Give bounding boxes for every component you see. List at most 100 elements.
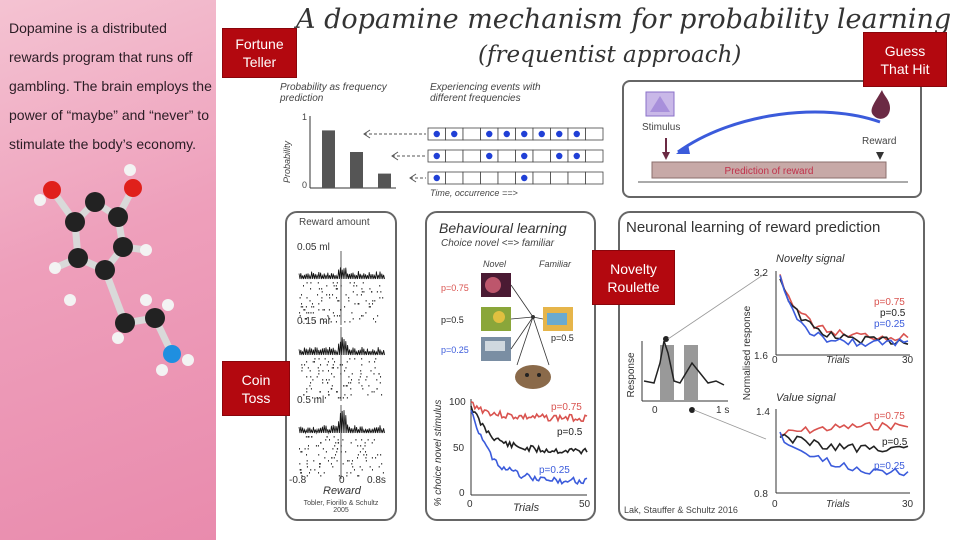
curve-p05: [470, 405, 588, 455]
familiar-label: Familiar: [539, 259, 572, 269]
value-x-tick-30: 30: [902, 499, 914, 510]
psth-histogram: [298, 337, 385, 356]
event-cell: [480, 171, 499, 185]
behavioural-diagram: p=0.75 p=0.5 p=0.25 p=0.5 % choice novel…: [433, 273, 591, 514]
raster-x-tick-2: 0: [339, 475, 345, 486]
event-dot: [433, 174, 440, 182]
novel-label: Novel: [483, 259, 507, 269]
lak-credit: Lak, Stauffer & Schultz 2016: [624, 505, 738, 515]
behavioural-subtitle: Choice novel <=> familiar: [441, 238, 555, 249]
raster-x-tick-1: -0.8: [289, 475, 307, 486]
event-dot: [503, 130, 510, 138]
event-dot: [556, 130, 563, 138]
behavioural-title: Behavioural learning: [439, 220, 567, 236]
amount-label-1: 0.05 ml: [297, 242, 330, 253]
value-x-label: Trials: [826, 499, 850, 510]
event-dot: [486, 130, 493, 138]
reward-label: Reward: [862, 136, 896, 147]
intro-text: Dopamine is a distributed rewards progra…: [9, 20, 212, 152]
novelty-curve-p05: [779, 278, 909, 345]
value-y-tick-top: 1.4: [756, 407, 770, 418]
event-cell: [567, 171, 586, 185]
resp-x-tick-1s: 1 s: [716, 405, 729, 416]
response-label: Response: [626, 352, 637, 397]
event-cell: [585, 171, 604, 185]
coin-toss-tag: Coin Toss: [222, 361, 290, 416]
event-dot: [556, 152, 563, 160]
event-dot: [521, 152, 528, 160]
novelty-title: Novelty signal: [776, 253, 845, 265]
frequency-diagram: Probability 1 0 Time, occurrence ==>: [282, 112, 604, 198]
novelty-y-tick-bottom: 1.6: [754, 351, 768, 362]
probability-bar: [378, 173, 391, 188]
curve-p025: [470, 409, 588, 486]
value-title: Value signal: [776, 392, 836, 404]
behav-x-tick-50: 50: [579, 499, 591, 510]
event-cell: [445, 149, 464, 163]
prob-label-025: p=0.25: [441, 345, 469, 355]
behav-legend-05: p=0.5: [557, 427, 583, 438]
behav-y-tick-50: 50: [453, 443, 465, 454]
value-curve-p025: [779, 431, 909, 477]
event-dot: [486, 152, 493, 160]
neuronal-panel: Neuronal learning of reward prediction R…: [618, 211, 925, 521]
neuronal-y-axis: Normalised response: [742, 305, 753, 400]
event-dot: [433, 130, 440, 138]
amount-label-2: 0.15 ml: [297, 316, 330, 327]
slide-subtitle: (frequentist approach): [478, 42, 742, 68]
event-cell: [462, 149, 481, 163]
event-cell: [497, 149, 516, 163]
value-y-tick-bottom: 0.8: [754, 489, 768, 500]
raster-x-tick-3: 0.8s: [367, 475, 386, 486]
event-cell: [550, 171, 569, 185]
behav-x-label: Trials: [513, 502, 540, 514]
prob-label: Probability as frequency prediction: [280, 82, 387, 104]
value-x-tick-0: 0: [772, 499, 778, 510]
behav-y-tick-100: 100: [449, 397, 466, 408]
fortune-teller-tag: Fortune Teller: [222, 28, 297, 78]
behavioural-panel: Behavioural learning Choice novel <=> fa…: [425, 211, 596, 521]
novelty-y-tick-top: 3.2: [754, 268, 768, 279]
stimulus-label: Stimulus: [642, 122, 680, 133]
value-legend-05: p=0.5: [882, 437, 908, 448]
novelty-roulette-tag: Novelty Roulette: [592, 250, 675, 305]
novelty-legend-025: p=0.25: [874, 319, 905, 330]
event-dot: [538, 130, 545, 138]
event-cell: [445, 171, 464, 185]
left-sidebar: Dopamine is a distributed rewards progra…: [0, 0, 216, 540]
response-window-1: [660, 345, 674, 401]
dopamine-molecule-image: [34, 164, 194, 376]
event-cell: [532, 149, 551, 163]
behav-y-tick-0: 0: [459, 488, 465, 499]
event-dot: [521, 174, 528, 182]
value-curve-p075: [779, 421, 909, 436]
behav-y-axis: % choice novel stimulus: [433, 400, 444, 507]
familiar-prob: p=0.5: [551, 333, 574, 343]
event-dot: [573, 152, 580, 160]
resp-x-tick-0: 0: [652, 405, 658, 416]
response-window-2: [684, 345, 698, 401]
event-dot: [433, 152, 440, 160]
reward-drop-icon: [871, 90, 890, 119]
novelty-legend-075: p=0.75: [874, 297, 905, 308]
behav-legend-025: p=0.25: [539, 465, 570, 476]
reward-prediction-panel: Stimulus Reward Prediction of reward: [622, 80, 922, 198]
raster-x-label: Reward: [323, 485, 362, 497]
psth-histogram: [298, 267, 385, 280]
probability-bar: [350, 152, 363, 188]
prediction-bar-label: Prediction of reward: [725, 166, 814, 177]
tobler-credit: Tobler, Fiorillo & Schultz 2005: [303, 500, 379, 514]
event-cell: [585, 149, 604, 163]
slide-title: A dopamine mechanism for probability lea…: [296, 4, 952, 35]
event-cell: [585, 127, 604, 141]
reward-prediction-diagram: Stimulus Reward Prediction of reward: [638, 90, 908, 183]
event-dot: [573, 130, 580, 138]
novelty-legend-05: p=0.5: [880, 308, 906, 319]
event-cell: [497, 171, 516, 185]
behav-x-tick-0: 0: [467, 499, 473, 510]
neuronal-diagram: Response 0 1 s Novelty signal Value sign…: [624, 253, 914, 515]
novelty-x-tick-0: 0: [772, 355, 778, 366]
monkey-icon: [515, 365, 551, 389]
curve-p075: [470, 401, 588, 423]
psth-histogram: [298, 410, 385, 435]
